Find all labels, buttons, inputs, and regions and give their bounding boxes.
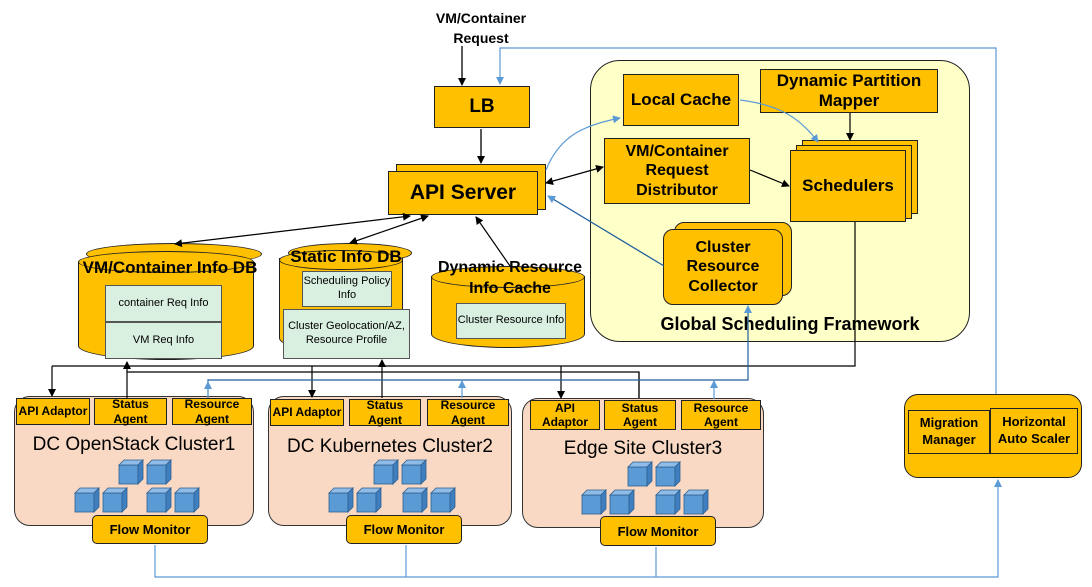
- vm-cube-icon: [174, 487, 200, 513]
- vm-cube-icon: [118, 459, 144, 485]
- dyncache-to-api-arrow: [475, 216, 511, 267]
- resource-agent-bus: [207, 305, 752, 398]
- vm-cube-icon: [401, 459, 427, 485]
- dyn-cache-top: [431, 266, 585, 288]
- dyn-cache-note-resource: Cluster Resource Info: [456, 303, 566, 339]
- api-to-staticdb-arrow: [349, 214, 429, 245]
- cluster1-resource-agent: Resource Agent: [172, 397, 252, 426]
- partition-mapper-box: Dynamic Partition Mapper: [760, 69, 938, 113]
- vm-cube-icon: [146, 487, 172, 513]
- collector-to-api-arrow: [547, 195, 665, 267]
- static-db-top: [279, 250, 403, 270]
- vm-cube-icon: [356, 487, 382, 513]
- static-db-note-policy: Scheduling Policy Info: [302, 271, 392, 307]
- vm-cube-icon: [328, 487, 354, 513]
- vm-db-note-container-req: container Req Info: [105, 285, 222, 322]
- static-db-note-geolocation: Cluster Geolocation/AZ, Resource Profile: [283, 309, 410, 359]
- cluster2-flow-monitor: Flow Monitor: [346, 515, 462, 544]
- vm-cube-icon: [430, 487, 456, 513]
- scheduler-dispatch-bus: [52, 222, 856, 367]
- request-distributor-box: VM/Container Request Distributor: [604, 138, 750, 204]
- cluster3-api-adaptor: API Adaptor: [530, 400, 600, 430]
- schedulers-box: Schedulers: [790, 150, 906, 222]
- migration-to-lb-feedback: [496, 47, 997, 394]
- cluster3-flow-monitor: Flow Monitor: [600, 516, 716, 546]
- distributor-to-schedulers-arrow: [749, 169, 790, 188]
- request-distributor-label: VM/Container Request Distributor: [625, 143, 729, 199]
- static-db-title: Static Info DB: [290, 247, 402, 266]
- resource-collector-label: Cluster Resource Collector: [686, 239, 760, 295]
- request-label: VM/Container Request: [435, 10, 527, 47]
- cluster3-resource-agent: Resource Agent: [681, 400, 761, 430]
- vm-db-note-vm-req: VM Req Info: [105, 322, 222, 359]
- lb-box: LB: [434, 86, 530, 128]
- vm-cube-icon: [655, 461, 681, 487]
- vm-cube-icon: [146, 459, 172, 485]
- vm-db-title: VM/Container Info DB: [82, 258, 258, 277]
- cluster2-resource-agent: Resource Agent: [427, 398, 509, 427]
- vm-cube-icon: [581, 489, 607, 515]
- cluster1-flow-monitor: Flow Monitor: [92, 515, 208, 544]
- api-to-vmdb-arrow: [174, 212, 411, 248]
- lb-label: LB: [469, 95, 495, 117]
- cluster1-api-adaptor: API Adaptor: [16, 398, 90, 425]
- vm-cube-icon: [373, 459, 399, 485]
- migration-manager-box: Migration Manager: [908, 410, 990, 454]
- cluster2-api-adaptor: API Adaptor: [270, 399, 344, 426]
- flow-monitor-bus: [154, 479, 1002, 578]
- vm-cube-icon: [102, 487, 128, 513]
- local-cache-label: Local Cache: [630, 89, 732, 109]
- schedulers-label: Schedulers: [802, 175, 894, 195]
- local-cache-box: Local Cache: [623, 74, 739, 126]
- cluster2-status-agent: Status Agent: [349, 398, 421, 427]
- horizontal-autoscaler-box: Horizontal Auto Scaler: [990, 408, 1078, 454]
- vm-cube-icon: [402, 487, 428, 513]
- status-agent-bus: [126, 371, 640, 398]
- api-server-box: API Server: [388, 171, 538, 215]
- partition-mapper-label: Dynamic Partition Mapper: [776, 70, 922, 110]
- localcache-to-schedulers-curve: [739, 99, 819, 143]
- vm-cube-icon: [655, 489, 681, 515]
- cluster2-title: DC Kubernetes Cluster2: [287, 436, 493, 457]
- api-to-localcache-curve: [545, 115, 621, 171]
- vm-db-top: [78, 251, 254, 273]
- cluster1-title: DC OpenStack Cluster1: [32, 434, 236, 455]
- api-server-label: API Server: [409, 181, 517, 205]
- vm-cube-icon: [74, 487, 100, 513]
- vm-cube-icon: [683, 489, 709, 515]
- resource-collector-box: Cluster Resource Collector: [663, 229, 783, 305]
- api-to-distributor-arrow: [545, 165, 604, 185]
- vm-cube-icon: [609, 489, 635, 515]
- vm-cube-icon: [627, 461, 653, 487]
- cluster3-title: Edge Site Cluster3: [563, 438, 723, 459]
- cluster1-status-agent: Status Agent: [94, 397, 167, 426]
- dyn-cache-title: Dynamic Resource Info Cache: [437, 259, 583, 297]
- cluster3-status-agent: Status Agent: [604, 400, 676, 430]
